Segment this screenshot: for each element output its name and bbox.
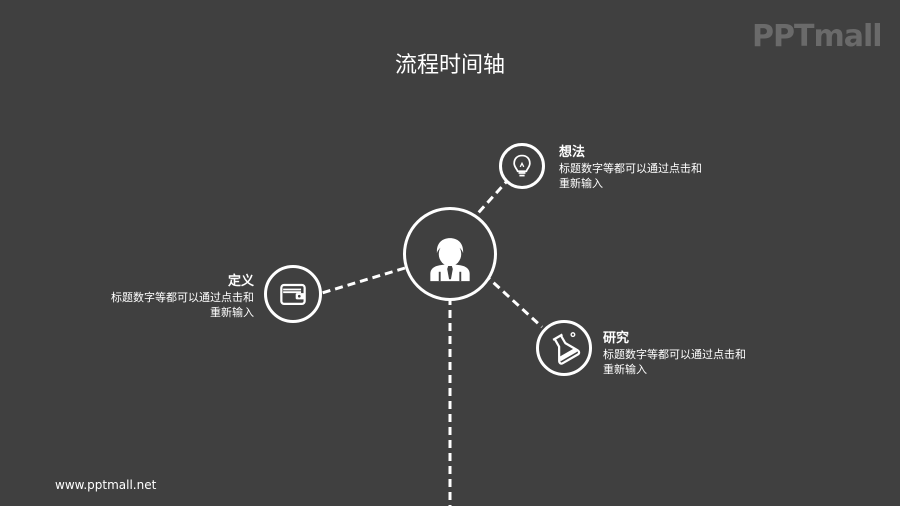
- research-label: 研究 标题数字等都可以通过点击和 重新输入: [603, 330, 746, 377]
- research-heading: 研究: [603, 331, 630, 346]
- flask-icon: [552, 332, 581, 365]
- define-description-line2: 重新输入: [210, 306, 254, 319]
- idea-node[interactable]: [499, 143, 545, 189]
- define-label: 定义 标题数字等都可以通过点击和 重新输入: [60, 273, 254, 320]
- idea-description-line1: 标题数字等都可以通过点击和: [559, 162, 702, 175]
- research-node[interactable]: [536, 320, 592, 376]
- idea-description-line2: 重新输入: [559, 177, 603, 190]
- idea-label: 想法 标题数字等都可以通过点击和 重新输入: [559, 144, 702, 191]
- center-node[interactable]: [403, 207, 497, 301]
- pptmall-logo: PPTmall: [752, 19, 883, 54]
- define-description-line1: 标题数字等都可以通过点击和: [111, 291, 254, 304]
- page-title: 流程时间轴: [394, 53, 505, 78]
- connector-center-research: [482, 272, 544, 329]
- idea-heading: 想法: [559, 145, 586, 160]
- research-description-line1: 标题数字等都可以通过点击和: [603, 348, 746, 361]
- define-heading: 定义: [227, 274, 254, 289]
- define-node[interactable]: [264, 265, 322, 323]
- connector-center-idea: [468, 178, 510, 224]
- connector-center-define: [321, 266, 406, 295]
- wallet-icon: [280, 283, 306, 305]
- lightbulb-icon: [513, 154, 531, 177]
- footer-url[interactable]: www.pptmall.net: [55, 478, 157, 492]
- research-description-line2: 重新输入: [603, 363, 647, 376]
- businessman-icon: [430, 238, 470, 282]
